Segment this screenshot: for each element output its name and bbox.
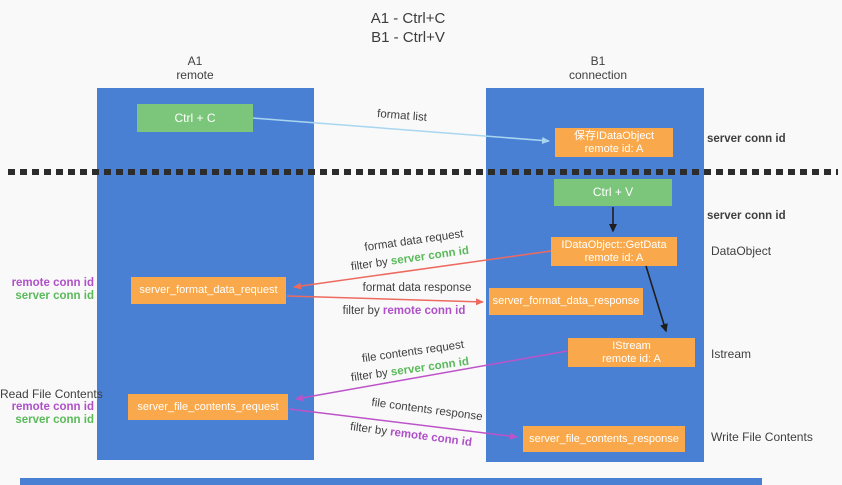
lane-header-a1: A1 remote bbox=[115, 54, 275, 82]
bottom-blue-bar bbox=[20, 478, 762, 485]
lane-a1-name: A1 bbox=[187, 54, 203, 68]
node-server-format-data-request: server_format_data_request bbox=[131, 277, 286, 304]
istream-line1: IStream bbox=[612, 339, 651, 352]
node-save-idataobject: 保存IDataObject remote id: A bbox=[555, 128, 673, 157]
label-format-data-response: format data response bbox=[362, 282, 472, 294]
label-write-file-contents: Write File Contents bbox=[711, 430, 813, 444]
istream-line2: remote id: A bbox=[602, 352, 661, 365]
label-server-conn-id-right-mid: server conn id bbox=[707, 210, 786, 222]
save-idataobject-line1: 保存IDataObject bbox=[573, 129, 655, 142]
diagram-title: A1 - Ctrl+C B1 - Ctrl+V bbox=[308, 9, 508, 47]
server-format-data-request-label: server_format_data_request bbox=[139, 284, 278, 296]
title-line-2: B1 - Ctrl+V bbox=[371, 29, 445, 46]
label-server-conn-id-left-bottom: server conn id bbox=[15, 414, 94, 426]
section-divider-dotted-line bbox=[8, 169, 838, 175]
filter-by-text: filter by bbox=[349, 421, 388, 438]
node-ctrl-v: Ctrl + V bbox=[554, 179, 672, 206]
server-file-contents-response-label: server_file_contents_response bbox=[529, 432, 679, 445]
node-istream: IStream remote id: A bbox=[568, 338, 695, 367]
arrow-format-data-response bbox=[286, 295, 484, 306]
remote-conn-id-text: remote conn id bbox=[382, 305, 466, 317]
title-line-1: A1 - Ctrl+C bbox=[370, 10, 446, 27]
filter-by-text: filter by bbox=[342, 305, 380, 317]
lane-b1-subtitle: connection bbox=[568, 68, 628, 82]
filter-by-text: filter by bbox=[350, 367, 389, 385]
label-server-conn-id-right-top: server conn id bbox=[707, 133, 786, 145]
save-idataobject-line2: remote id: A bbox=[584, 142, 644, 155]
label-filter-by-remote-conn-id-2: filter by remote conn id bbox=[349, 421, 472, 449]
label-file-contents-response: file contents response bbox=[370, 396, 484, 424]
node-server-format-data-response: server_format_data_response bbox=[489, 288, 643, 315]
node-idataobject-getdata: IDataObject::GetData remote id: A bbox=[551, 237, 677, 266]
label-remote-conn-id-left-top: remote conn id bbox=[11, 277, 94, 289]
server-file-contents-request-label: server_file_contents_request bbox=[137, 400, 279, 413]
getdata-line1: IDataObject::GetData bbox=[561, 238, 667, 251]
server-format-data-response-label: server_format_data_response bbox=[492, 295, 640, 307]
label-dataobject: DataObject bbox=[711, 244, 772, 258]
lane-a1-subtitle: remote bbox=[176, 68, 214, 82]
left-labels-top: remote conn id server conn id bbox=[0, 277, 94, 303]
lane-b1-name: B1 bbox=[590, 54, 606, 68]
label-server-conn-id-left-top: server conn id bbox=[15, 290, 94, 302]
remote-conn-id-text: remote conn id bbox=[389, 426, 473, 449]
ctrl-c-label: Ctrl + C bbox=[174, 110, 216, 125]
label-format-list: format list bbox=[376, 108, 428, 124]
node-ctrl-c: Ctrl + C bbox=[137, 104, 253, 132]
filter-by-text: filter by bbox=[350, 256, 389, 274]
node-server-file-contents-response: server_file_contents_response bbox=[523, 426, 685, 452]
label-filter-by-remote-conn-id-1: filter by remote conn id bbox=[343, 305, 466, 317]
getdata-line2: remote id: A bbox=[584, 251, 644, 264]
lane-header-b1: B1 connection bbox=[518, 54, 678, 82]
node-server-file-contents-request: server_file_contents_request bbox=[128, 394, 288, 420]
left-labels-bottom: Read File Contents remote conn id server… bbox=[0, 387, 103, 427]
label-read-file-contents: Read File Contents bbox=[0, 387, 103, 401]
label-istream: Istream bbox=[711, 347, 752, 361]
ctrl-v-label: Ctrl + V bbox=[592, 185, 634, 199]
label-remote-conn-id-left-bottom: remote conn id bbox=[11, 401, 94, 413]
